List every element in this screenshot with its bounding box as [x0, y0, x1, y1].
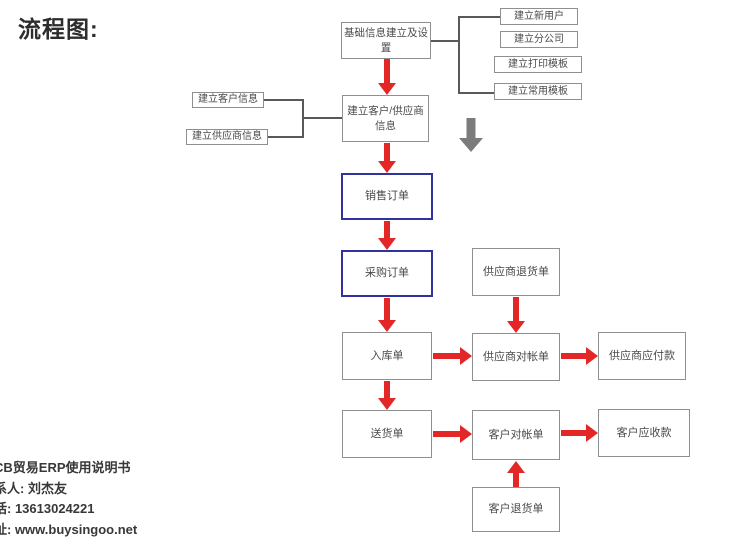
- node-common-template: 建立常用模板: [494, 83, 582, 100]
- arrow-customer-return-to-statement-icon: [507, 461, 525, 487]
- node-supplier-statement: 供应商对帐单: [472, 333, 560, 381]
- node-base-info: 基础信息建立及设置: [341, 22, 431, 59]
- node-customer-receivable: 客户应收款: [598, 409, 690, 457]
- connector-bracket-to-new-user: [458, 16, 500, 18]
- arrow-delivery-to-customer-statement-icon: [433, 425, 472, 443]
- arrow-customer-supplier-to-sales-icon: [378, 143, 396, 173]
- node-branch-company: 建立分公司: [500, 31, 578, 48]
- connector-base-to-bracket: [431, 40, 458, 42]
- footer-contact-person: 系人: 刘杰友: [0, 480, 67, 496]
- footer-contact-block: CB贸易ERP使用说明书 系人: 刘杰友 话: 13613024221 址: w…: [0, 458, 137, 538]
- connector-bracket-to-common-template: [458, 92, 494, 94]
- node-sales-order: 销售订单: [341, 173, 433, 220]
- node-warehouse-in: 入库单: [342, 332, 432, 380]
- footer-phone: 话: 13613024221: [0, 501, 95, 516]
- node-purchase-order: 采购订单: [341, 250, 433, 297]
- node-delivery-note: 送货单: [342, 410, 432, 458]
- node-customer-return: 客户退货单: [472, 487, 560, 532]
- arrow-base-to-customer-supplier-icon: [378, 59, 396, 95]
- node-customer-statement: 客户对帐单: [472, 410, 560, 460]
- connector-bracket-to-customer-supplier: [302, 117, 342, 119]
- node-customer-info: 建立客户信息: [192, 92, 264, 108]
- connector-right-bracket-vertical: [458, 16, 460, 94]
- gray-down-arrow-icon: [458, 118, 484, 152]
- arrow-supplier-statement-to-payable-icon: [561, 347, 598, 365]
- arrow-warehouse-to-delivery-icon: [378, 381, 396, 410]
- node-customer-supplier: 建立客户/供应商信息: [342, 95, 429, 142]
- arrow-supplier-return-to-statement-icon: [507, 297, 525, 333]
- node-print-template: 建立打印模板: [494, 56, 582, 73]
- arrow-purchase-to-warehouse-icon: [378, 298, 396, 332]
- connector-customer-info-to-bracket: [264, 99, 304, 101]
- arrow-sales-to-purchase-icon: [378, 221, 396, 250]
- node-new-user: 建立新用户: [500, 8, 578, 25]
- node-supplier-return: 供应商退货单: [472, 248, 560, 296]
- page-title: 流程图:: [18, 16, 99, 42]
- footer-website: 址: www.buysingoo.net: [0, 521, 138, 537]
- arrow-customer-statement-to-receivable-icon: [561, 424, 598, 442]
- arrow-warehouse-to-supplier-statement-icon: [433, 347, 472, 365]
- node-supplier-payable: 供应商应付款: [598, 332, 686, 380]
- connector-supplier-info-to-bracket: [268, 136, 304, 138]
- footer-manual-title: CB贸易ERP使用说明书: [0, 460, 131, 475]
- node-supplier-info: 建立供应商信息: [186, 129, 268, 145]
